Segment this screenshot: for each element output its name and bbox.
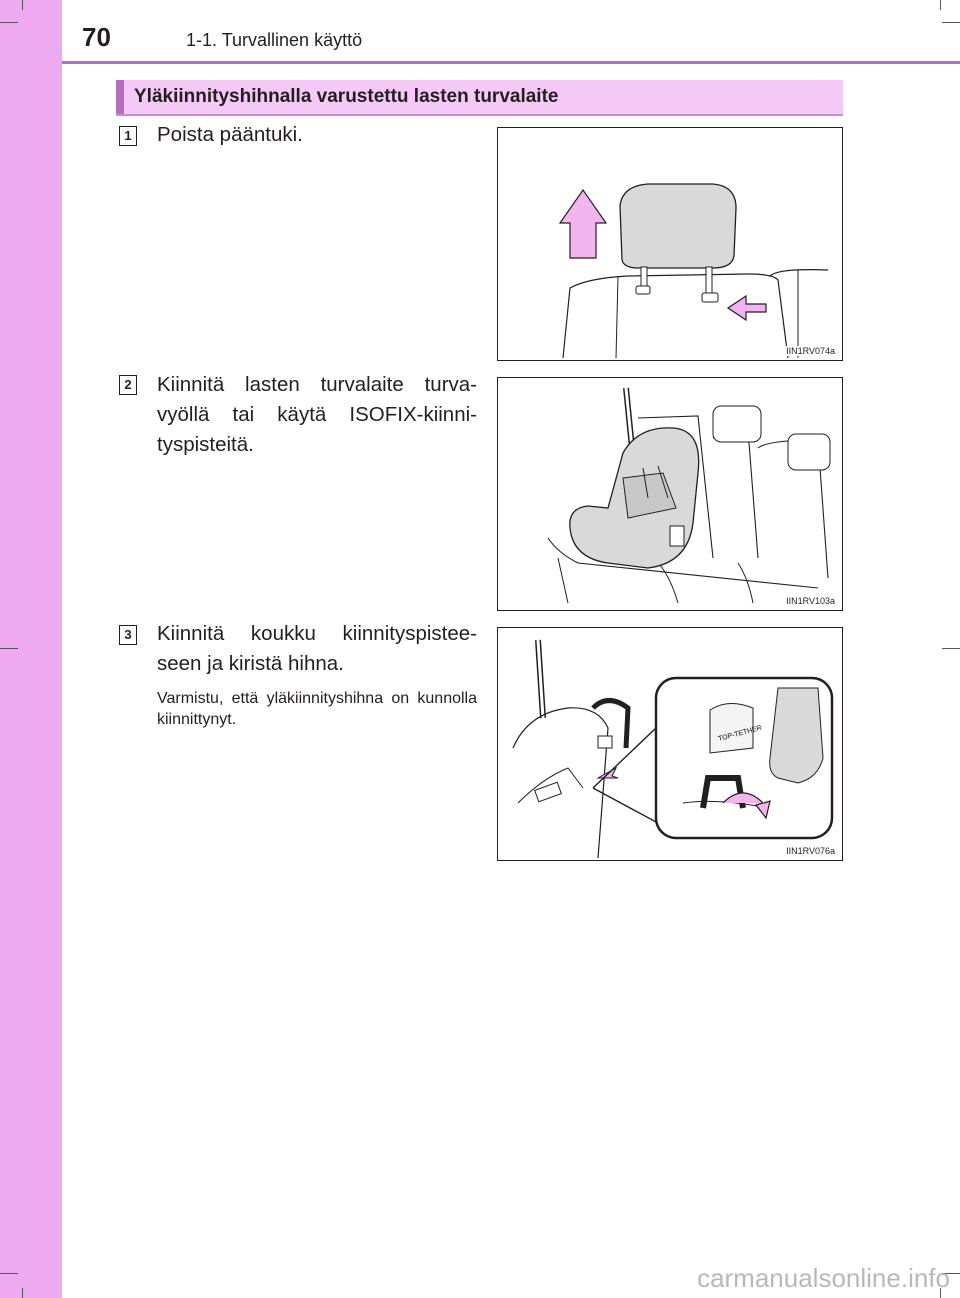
child-seat-illustration [547,387,831,604]
crop-mark [22,0,23,10]
headrest-illustration [558,183,829,359]
figure-remove-headrest: IIN1RV074a [497,127,843,361]
crop-mark [22,1288,23,1298]
crop-mark [940,0,941,10]
section-reference: 1-1. Turvallinen käyttö [186,30,363,50]
crop-mark [0,1273,18,1274]
figure-code: IIN1RV076a [785,846,836,856]
step-3-note: Varmistu, että yläkiinnityshihna on kunn… [157,690,477,728]
crop-mark [0,648,18,649]
crop-mark [942,22,960,23]
step-number-1: 1 [119,126,137,146]
top-tether-illustration: TOP-TETHER [512,639,834,859]
section-title: Yläkiinnityshihnalla varustettu lasten t… [134,86,559,107]
crop-mark [0,22,18,23]
banner-accent-bar [116,80,124,114]
crop-mark [940,1288,941,1298]
watermark: carmanualsonline.info [697,1263,950,1293]
section-banner: Yläkiinnityshihnalla varustettu lasten t… [116,80,843,116]
step-2-text: Kiinnitä lasten turvalaite turva-vyöllä … [157,373,477,456]
step-3-text: Kiinnitä koukku kiinnityspistee-seen ja … [157,622,477,675]
step-number-3: 3 [119,625,137,645]
step-number-2: 2 [119,375,137,395]
figure-install-child-seat: IIN1RV103a [497,377,843,611]
figure-attach-hook: TOP-TETHER IIN1RV076a [497,627,843,861]
figure-code: IIN1RV074a [785,346,836,356]
page-number: 70 [82,22,111,52]
crop-mark [942,1273,960,1274]
step-1-text: Poista pääntuki. [157,123,303,146]
header-rule [62,61,960,64]
crop-mark [942,648,960,649]
side-color-bar [0,0,62,1298]
figure-code: IIN1RV103a [785,596,836,606]
